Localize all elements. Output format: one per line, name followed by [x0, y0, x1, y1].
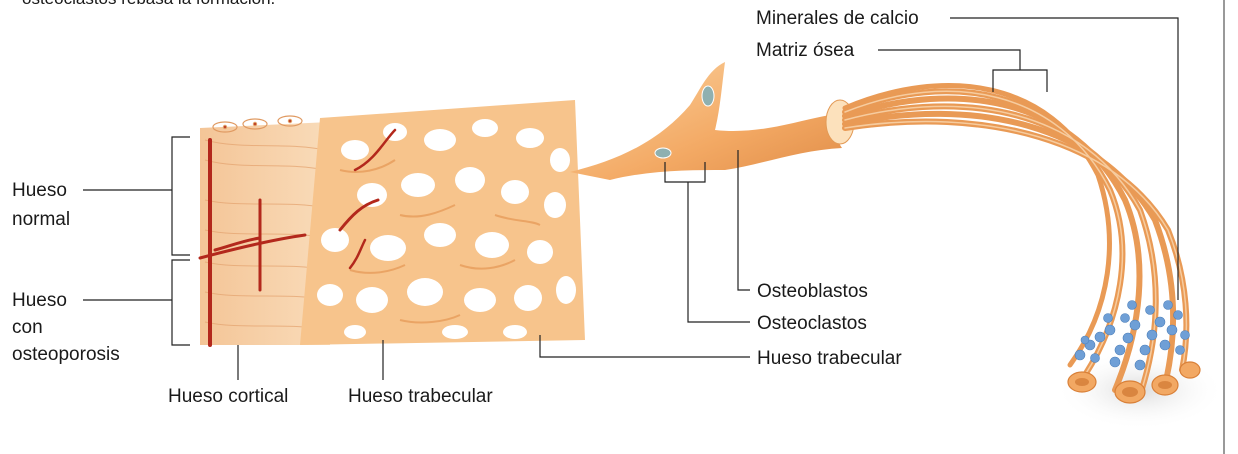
label-hueso-osteoporosis-2: con: [12, 317, 43, 338]
collagen-bundle: [845, 86, 1225, 430]
label-osteoclastos: Osteoclastos: [757, 313, 867, 334]
label-hueso-osteoporosis-3: osteoporosis: [12, 344, 120, 365]
label-hueso-cortical: Hueso cortical: [168, 386, 288, 407]
label-hueso-normal-2: normal: [12, 209, 70, 230]
label-hueso-trabecular-bottom: Hueso trabecular: [348, 386, 493, 407]
trabecula-arm: [570, 62, 842, 180]
trabecula-enlarged: [570, 62, 854, 180]
label-matriz-osea: Matriz ósea: [756, 40, 855, 61]
label-osteoblastos: Osteoblastos: [757, 281, 868, 302]
bone-block: [200, 100, 585, 345]
leader-minerales: [950, 18, 1178, 300]
label-hueso-normal-1: Hueso: [12, 180, 67, 201]
label-minerales-de-calcio: Minerales de calcio: [756, 8, 919, 29]
label-hueso-osteoporosis-1: Hueso: [12, 290, 67, 311]
label-hueso-trabecular-right: Hueso trabecular: [757, 348, 902, 369]
caption-fragment: osteoclastos rebasa la formación.: [22, 0, 275, 8]
leader-hueso-normal: [83, 137, 190, 255]
leader-osteoblastos: [738, 150, 750, 290]
leader-osteoclastos: [665, 162, 750, 322]
leader-hueso-osteoporosis: [83, 260, 190, 345]
